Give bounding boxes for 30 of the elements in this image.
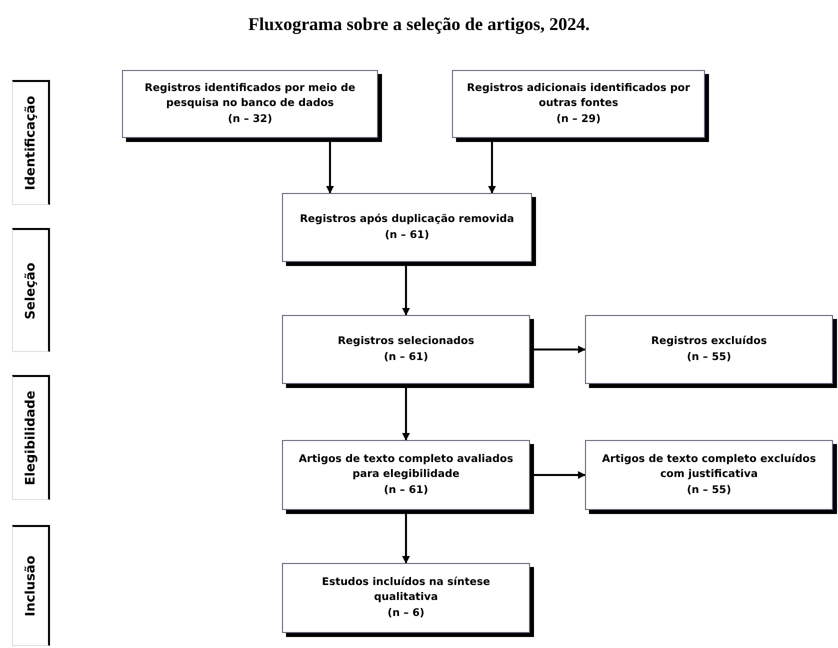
- box-text: (n – 32): [228, 112, 272, 127]
- box-text: (n – 6): [388, 606, 424, 621]
- stage-tab: [12, 525, 50, 646]
- arrow: [326, 142, 334, 194]
- box-text: (n – 61): [384, 228, 430, 242]
- stage-label: Identificação: [23, 96, 38, 190]
- box-text: Artigos de texto completo excluídos com justificativa: [601, 452, 817, 482]
- title: Fluxograma sobre a seleção de artigos, 2024.: [247, 14, 591, 35]
- stage-label: Elegibilidade: [23, 390, 38, 486]
- box-text: Registros selecionados: [338, 334, 474, 350]
- stage-tab: [12, 228, 50, 352]
- stage-tab: [12, 80, 50, 205]
- box-text: (n – 61): [384, 482, 428, 498]
- stage-label: Seleção: [23, 262, 38, 319]
- arrow: [402, 388, 410, 441]
- box-text: Estudos incluídos na síntese qualitativa: [320, 575, 492, 606]
- box-text: Registros após duplicação removida: [300, 212, 514, 228]
- arrow: [488, 142, 496, 194]
- arrow: [402, 514, 410, 564]
- box-text: Registros adicionais identificados por outras fontes: [466, 81, 692, 112]
- box-text: Registros excluídos: [651, 334, 767, 350]
- box-text: (n – 55): [686, 482, 732, 498]
- stage-tab: [12, 375, 50, 500]
- box-text: Registros identificados por meio de pesquisa no banco de dados: [144, 81, 356, 112]
- box-text: (n – 55): [686, 350, 732, 364]
- box-text: Artigos de texto completo avaliados para elegibilidade: [298, 452, 514, 482]
- stage-label: Inclusão: [23, 556, 38, 616]
- box-text: (n – 61): [384, 350, 428, 364]
- arrow: [402, 266, 410, 316]
- box-text: (n – 29): [556, 112, 601, 127]
